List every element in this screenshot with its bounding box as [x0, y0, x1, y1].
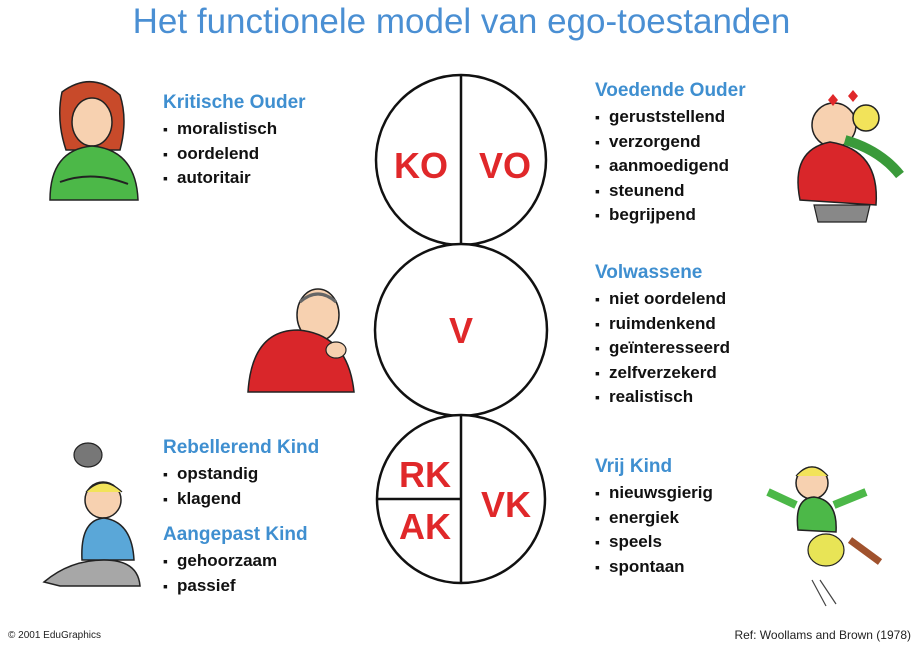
list-item: speels	[595, 530, 713, 555]
page-title: Het functionele model van ego-toestanden	[132, 2, 791, 41]
vrij-kind-block: Vrij Kind nieuwsgierig energiek speels s…	[595, 455, 713, 579]
aangepast-kind-block: Aangepast Kind gehoorzaam passief	[163, 523, 308, 598]
list-item: begrijpend	[595, 203, 746, 228]
nurturing-parent-illustration	[797, 90, 904, 223]
list-item: zelfverzekerd	[595, 361, 730, 386]
label-rk: RK	[399, 454, 451, 495]
list-item: energiek	[595, 506, 713, 531]
list-item: nieuwsgierig	[595, 481, 713, 506]
reference-note: Ref: Woollams and Brown (1978)	[734, 628, 911, 642]
vrij-kind-heading: Vrij Kind	[595, 456, 673, 477]
label-vo: VO	[479, 145, 531, 186]
list-item: realistisch	[595, 385, 730, 410]
list-item: passief	[163, 574, 308, 599]
free-child-illustration	[766, 466, 883, 607]
adult-circle	[373, 242, 549, 418]
kritische-ouder-heading: Kritische Ouder	[163, 92, 306, 113]
list-item: moralistisch	[163, 117, 306, 142]
copyright-notice: © 2001 EduGraphics	[8, 630, 101, 641]
list-item: geïnteresseerd	[595, 336, 730, 361]
label-ko: KO	[394, 145, 448, 186]
label-ak: AK	[399, 506, 451, 547]
list-item: oordelend	[163, 142, 306, 167]
label-v: V	[449, 310, 473, 351]
aangepast-kind-heading: Aangepast Kind	[163, 524, 308, 545]
list-item: ruimdenkend	[595, 312, 730, 337]
list-item: geruststellend	[595, 105, 746, 130]
list-item: autoritair	[163, 166, 306, 191]
volwassene-block: Volwassene niet oordelend ruimdenkend ge…	[595, 261, 730, 410]
adult-illustration	[247, 288, 355, 393]
volwassene-heading: Volwassene	[595, 262, 703, 283]
child-sitting-illustration	[42, 442, 141, 587]
rebellerend-kind-block: Rebellerend Kind opstandig klagend	[163, 436, 319, 511]
voedende-ouder-block: Voedende Ouder geruststellend verzorgend…	[595, 79, 746, 228]
list-item: spontaan	[595, 555, 713, 580]
list-item: opstandig	[163, 462, 319, 487]
voedende-ouder-heading: Voedende Ouder	[595, 80, 746, 101]
list-item: klagend	[163, 487, 319, 512]
list-item: aanmoedigend	[595, 154, 746, 179]
list-item: steunend	[595, 179, 746, 204]
child-circle	[375, 413, 547, 585]
label-vk: VK	[481, 484, 531, 525]
list-item: verzorgend	[595, 130, 746, 155]
list-item: gehoorzaam	[163, 549, 308, 574]
kritische-ouder-block: Kritische Ouder moralistisch oordelend a…	[163, 91, 306, 191]
rebellerend-kind-heading: Rebellerend Kind	[163, 437, 320, 458]
list-item: niet oordelend	[595, 287, 730, 312]
parent-circle	[374, 73, 548, 247]
critical-parent-illustration	[49, 80, 139, 201]
